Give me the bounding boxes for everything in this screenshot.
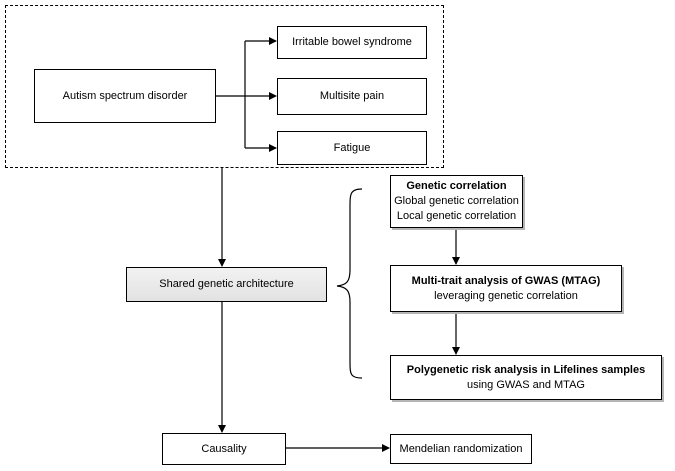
node-genetic-correlation-line2: Local genetic correlation <box>396 210 517 222</box>
node-mtag-line1: leveraging genetic correlation <box>434 289 578 302</box>
node-autism-spectrum-disorder: Autism spectrum disorder <box>34 69 216 123</box>
node-multisite-pain: Multisite pain <box>277 78 427 115</box>
node-shared-genetic-architecture-label: Shared genetic architecture <box>159 278 294 290</box>
node-genetic-correlation-title: Genetic correlation <box>406 180 507 192</box>
node-mendelian-randomization: Mendelian randomization <box>390 434 532 464</box>
node-autism-spectrum-disorder-label: Autism spectrum disorder <box>62 89 188 102</box>
node-polygenetic-risk: Polygenetic risk analysis in Lifelines s… <box>390 355 662 400</box>
node-mtag: Multi-trait analysis of GWAS (MTAG) leve… <box>390 265 622 312</box>
node-irritable-bowel-syndrome: Irritable bowel syndrome <box>277 26 427 59</box>
node-mtag-title: Multi-trait analysis of GWAS (MTAG) <box>411 274 601 287</box>
node-polygenetic-risk-line1: using GWAS and MTAG <box>467 378 585 391</box>
node-multisite-pain-label: Multisite pain <box>319 90 385 102</box>
node-irritable-bowel-syndrome-label: Irritable bowel syndrome <box>292 36 412 48</box>
node-causality-label: Causality <box>201 442 247 455</box>
comorbidity-group-frame <box>5 5 444 168</box>
node-fatigue: Fatigue <box>277 131 427 165</box>
node-shared-genetic-architecture: Shared genetic architecture <box>126 267 327 302</box>
curly-brace <box>336 188 363 379</box>
node-causality: Causality <box>162 433 286 465</box>
node-polygenetic-risk-title: Polygenetic risk analysis in Lifelines s… <box>406 363 646 376</box>
node-mendelian-randomization-label: Mendelian randomization <box>399 442 523 455</box>
node-genetic-correlation: Genetic correlation Global genetic corre… <box>390 175 523 228</box>
node-fatigue-label: Fatigue <box>333 141 371 154</box>
node-genetic-correlation-line1: Global genetic correlation <box>394 195 519 207</box>
